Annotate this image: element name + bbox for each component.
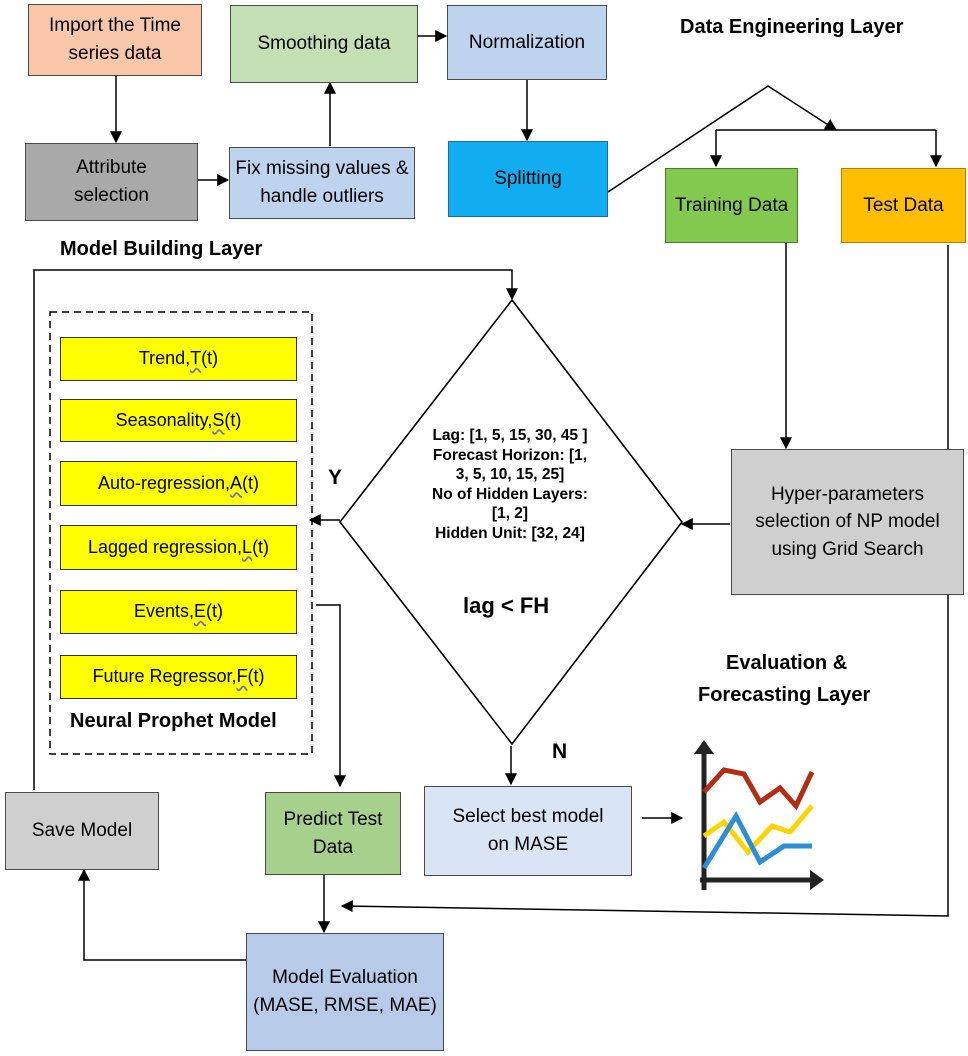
save-model-label: Save Model (31, 820, 133, 842)
test-data-box: Test Data (841, 168, 966, 243)
smoothing-box: Smoothing data (230, 5, 418, 83)
import-data-label: Import the Time series data (49, 15, 181, 64)
decision-condition: lag < FH (463, 593, 550, 618)
fix-missing-box: Fix missing values & handle outliers (229, 147, 415, 219)
model-building-title: Model Building Layer (60, 238, 263, 260)
hyper-parameters-label: Hyper-parameters selection of NP model u… (755, 483, 940, 560)
decision-diamond (338, 298, 684, 746)
decision-parameters: Lag: [1, 5, 15, 30, 45 ] Forecast Horizo… (410, 426, 610, 543)
param-hidden-units: Hidden Unit: [32, 24] (435, 524, 585, 542)
normalization-box: Normalization (447, 5, 607, 80)
data-engineering-title: Data Engineering Layer (680, 16, 904, 38)
test-data-label: Test Data (863, 194, 944, 216)
component-lagged-regression: Lagged regression, L(t) (60, 525, 297, 570)
no-label: N (552, 740, 568, 763)
param-horizon-2: 3, 5, 10, 15, 25] (455, 466, 565, 483)
training-data-label: Training Data (674, 194, 789, 216)
yes-label: Y (328, 466, 343, 489)
neural-prophet-title: Neural Prophet Model (70, 710, 277, 732)
smoothing-label: Smoothing data (257, 33, 391, 55)
attribute-selection-box: Attribute selection (25, 143, 198, 221)
evaluation-title-line1: Evaluation & (726, 652, 848, 674)
component-future-regressor: Future Regressor, F(t) (60, 655, 297, 699)
attribute-selection-label: Attribute selection (74, 157, 149, 206)
param-lag: Lag: [1, 5, 15, 30, 45 ] (432, 427, 588, 444)
save-model-box: Save Model (5, 792, 159, 870)
component-auto-regression: Auto-regression, A(t) (60, 461, 297, 506)
param-horizon-1: Forecast Horizon: [1, (432, 446, 588, 464)
hyper-parameters-box: Hyper-parameters selection of NP model u… (731, 449, 964, 595)
predict-test-label: Predict Test Data (283, 808, 383, 858)
param-hidden-layers-2: [1, 2] (491, 505, 529, 522)
splitting-box: Splitting (448, 141, 608, 217)
predict-test-box: Predict Test Data (265, 792, 401, 875)
model-evaluation-label: Model Evaluation (MASE, RMSE, MAE) (253, 967, 437, 1016)
evaluation-title-line2: Forecasting Layer (698, 684, 871, 706)
component-events: Events, E(t) (60, 590, 297, 634)
training-data-box: Training Data (665, 168, 798, 243)
arrow-save-loop (33, 269, 518, 790)
component-trend: Trend, T(t) (60, 337, 297, 381)
arrow-evaluation-save (78, 868, 246, 961)
splitting-label: Splitting (494, 168, 562, 190)
arrow-model-predict (316, 604, 346, 788)
import-data-box: Import the Time series data (28, 4, 202, 76)
arrow-splitting-hub (607, 85, 838, 193)
select-best-model-box: Select best model on MASE (424, 786, 632, 876)
fix-missing-label: Fix missing values & handle outliers (235, 158, 409, 207)
select-best-model-label: Select best model on MASE (452, 806, 604, 855)
model-evaluation-box: Model Evaluation (MASE, RMSE, MAE) (246, 933, 444, 1051)
component-seasonality: Seasonality, S(t) (60, 399, 297, 442)
neural-prophet-group (49, 311, 313, 755)
normalization-label: Normalization (468, 31, 586, 53)
param-hidden-layers-1: No of Hidden Layers: (432, 485, 588, 503)
line-chart-icon (694, 740, 824, 890)
